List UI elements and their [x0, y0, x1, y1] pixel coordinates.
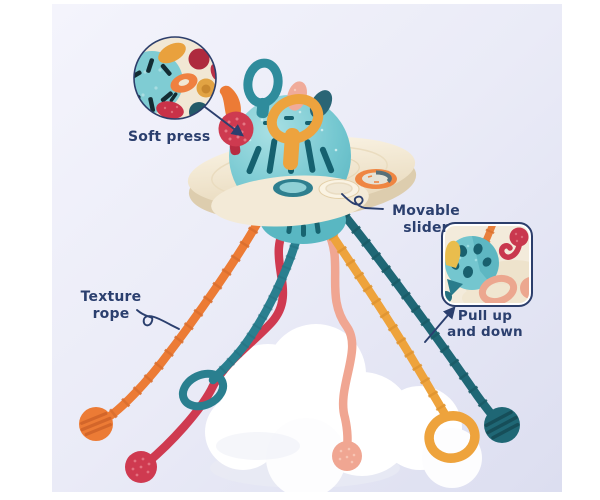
soft-press-arrow [204, 106, 244, 137]
dome-speckles [248, 110, 338, 152]
rope-orange [79, 210, 267, 441]
texture-rope-label: Texture rope [76, 289, 146, 322]
movable-slider-squiggle [341, 193, 384, 210]
rope-dark-teal [340, 211, 520, 443]
rope-salmon [322, 225, 362, 471]
soft-press-label: Soft press [128, 129, 211, 145]
pull-inset [441, 222, 533, 307]
pull-up-down-label-line1: Pull up [457, 308, 513, 324]
pull-ropes [79, 210, 520, 483]
movable-slider-label-line2: slider [403, 219, 449, 236]
teal-loop-handle [243, 58, 283, 108]
texture-rope-label-line2: rope [92, 305, 130, 322]
texture-rope-label-line1: Texture [80, 289, 142, 305]
rope-teal-loop [178, 220, 306, 411]
ufo-toy [187, 58, 417, 244]
texture-rope-squiggle [136, 309, 180, 330]
red-texture-ball [218, 111, 254, 147]
orange-slider-ring [266, 94, 324, 144]
saucer-rings [273, 169, 397, 199]
movable-slider-label: Movable slider [384, 203, 468, 236]
pull-up-down-label: Pull up and down [440, 308, 530, 341]
annotations [136, 106, 456, 343]
movable-slider-label-line1: Movable [392, 203, 460, 219]
rope-yellow-ring [319, 218, 480, 463]
pull-arrow [424, 306, 456, 343]
pull-up-down-label-line2: and down [447, 323, 523, 340]
